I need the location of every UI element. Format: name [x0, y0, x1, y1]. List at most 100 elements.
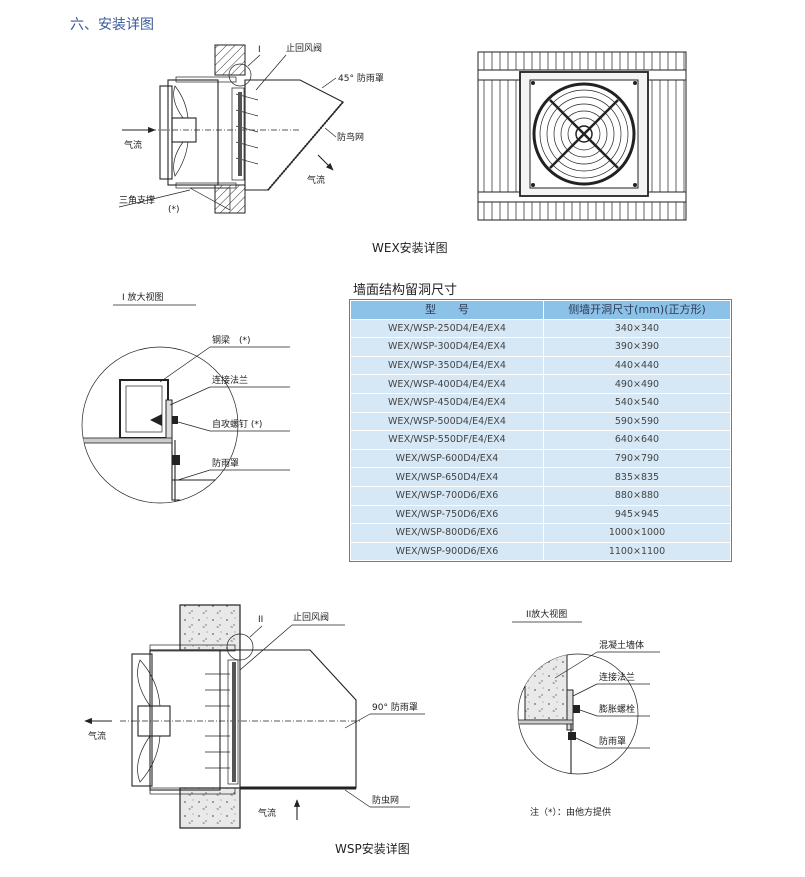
damper-blades-wsp [232, 662, 236, 782]
supplied-by-others-note: 注（*）：由他方提供 [530, 806, 611, 818]
check-damper-label-wsp: 止回风阀 [293, 611, 329, 623]
cell-opening-size: 590×590 [543, 411, 731, 432]
cell-model: WEX/WSP-350D4/E4/EX4 [350, 355, 544, 376]
cell-opening-size: 440×440 [543, 355, 731, 376]
cell-model: WEX/WSP-450D4/E4/EX4 [350, 392, 544, 413]
detail-marker-ii [226, 633, 254, 661]
expansion-bolt-icon [573, 705, 580, 713]
steel-beam-label: 钢梁 (*) [212, 334, 251, 346]
wex-caption: WEX安装详图 [372, 240, 448, 255]
cell-opening-size: 790×790 [543, 448, 731, 469]
cell-opening-size: 540×540 [543, 392, 731, 413]
triangle-bracket [189, 187, 231, 211]
cell-model: WEX/WSP-900D6/EX6 [350, 541, 544, 562]
flange [165, 399, 173, 441]
concrete-wall-bottom [179, 787, 241, 829]
rain-hood-label-ii: 防雨罩 [599, 735, 626, 747]
cell-opening-size: 835×835 [543, 467, 731, 487]
airflow-out-arrow [317, 154, 334, 171]
detail-ii-view: 混凝土墙体 连接法兰 膨胀螺栓 防雨罩 [517, 639, 660, 775]
rain-hood-90-label: 90° 防雨罩 [372, 701, 418, 713]
cell-model: WEX/WSP-600D4/EX4 [350, 448, 544, 469]
airflow-left-label: 气流 [88, 730, 106, 742]
cell-opening-size: 490×490 [543, 374, 731, 394]
concrete-wall-label: 混凝土墙体 [599, 639, 644, 651]
tapping-screw-icon [150, 414, 162, 426]
detail-ii-title: II放大视图 [526, 608, 567, 620]
detail-marker-label: I [258, 45, 261, 55]
rain-hood-plate [82, 437, 173, 444]
cell-model: WEX/WSP-550DF/E4/EX4 [350, 430, 544, 450]
table-title: 墙面结构留洞尺寸 [353, 283, 458, 298]
cell-opening-size: 340×340 [543, 318, 731, 339]
wsp-side-drawing: II 止回风阀 90° 防雨罩 防虫网 气流 气流 [84, 604, 425, 829]
airflow-in-label: 气流 [124, 139, 142, 151]
rain-hood-label: 防雨罩 [212, 457, 239, 469]
cell-model: WEX/WSP-800D6/EX6 [350, 523, 544, 543]
concrete-wall [524, 654, 568, 721]
flange-label-ii: 连接法兰 [599, 671, 635, 683]
rain-hood-45-label: 45° 防雨罩 [338, 72, 384, 84]
table-header-row: 型 号 侧墙开洞尺寸(mm)(正方形) [350, 300, 731, 320]
damper-blades [238, 92, 242, 176]
header-opening-size: 侧墙开洞尺寸(mm)(正方形) [543, 300, 731, 320]
bird-screen-label: 防鸟网 [337, 131, 364, 143]
rain-hood-90 [239, 649, 357, 789]
wsp-caption: WSP安装详图 [335, 841, 410, 856]
opening-size-table: 型 号 侧墙开洞尺寸(mm)(正方形) WEX/WSP-250D4/E4/EX4… [349, 298, 732, 563]
header-model: 型 号 [350, 300, 544, 320]
rain-hood-plate-ii [518, 719, 574, 725]
supplied-note: (*) [168, 205, 180, 215]
cell-model: WEX/WSP-750D6/EX6 [350, 504, 544, 525]
cell-opening-size: 880×880 [543, 485, 731, 506]
airflow-out-label: 气流 [307, 174, 325, 186]
insect-screen-label: 防虫网 [372, 794, 399, 806]
cell-model: WEX/WSP-500D4/E4/EX4 [350, 411, 544, 432]
cell-model: WEX/WSP-250D4/E4/EX4 [350, 318, 544, 339]
impeller-blade-icon [137, 659, 161, 707]
triangle-bracket-label: 三角支撑 [119, 194, 155, 206]
section-heading: 六、安装详图 [70, 17, 154, 33]
cell-opening-size: 390×390 [543, 337, 731, 357]
cell-model: WEX/WSP-700D6/EX6 [350, 485, 544, 506]
cell-opening-size: 945×945 [543, 504, 731, 525]
wex-side-drawing: I 止回风阀 45° 防雨罩 防鸟网 气流 气流 三角支撑 (*) [118, 42, 384, 215]
airflow-bottom-label: 气流 [258, 807, 276, 819]
wall-section-top [214, 44, 246, 76]
cell-opening-size: 1100×1100 [543, 541, 731, 562]
detail-i-view: 钢梁 (*) 连接法兰 自攻螺钉 (*) 防雨罩 [81, 334, 290, 504]
impeller-blade-icon [173, 85, 189, 119]
wex-front-view [477, 51, 687, 221]
rain-hood-45 [244, 79, 344, 191]
detail-marker-ii-label: II [258, 615, 263, 625]
cell-model: WEX/WSP-400D4/E4/EX4 [350, 374, 544, 394]
fan-housing [167, 79, 219, 186]
concrete-wall-top [179, 604, 241, 651]
cell-model: WEX/WSP-650D4/EX4 [350, 467, 544, 487]
cell-opening-size: 640×640 [543, 430, 731, 450]
cell-opening-size: 1000×1000 [543, 523, 731, 543]
tapping-screw-label: 自攻螺钉 (*) [212, 418, 262, 430]
check-damper-label: 止回风阀 [286, 42, 322, 54]
cell-model: WEX/WSP-300D4/E4/EX4 [350, 337, 544, 357]
fan-housing-wsp [149, 649, 221, 791]
flange-label: 连接法兰 [212, 374, 248, 386]
detail-marker-i [228, 63, 252, 87]
steel-beam [119, 379, 169, 439]
detail-i-title: I 放大视图 [122, 291, 164, 303]
expansion-bolt-label: 膨胀螺栓 [599, 703, 635, 715]
